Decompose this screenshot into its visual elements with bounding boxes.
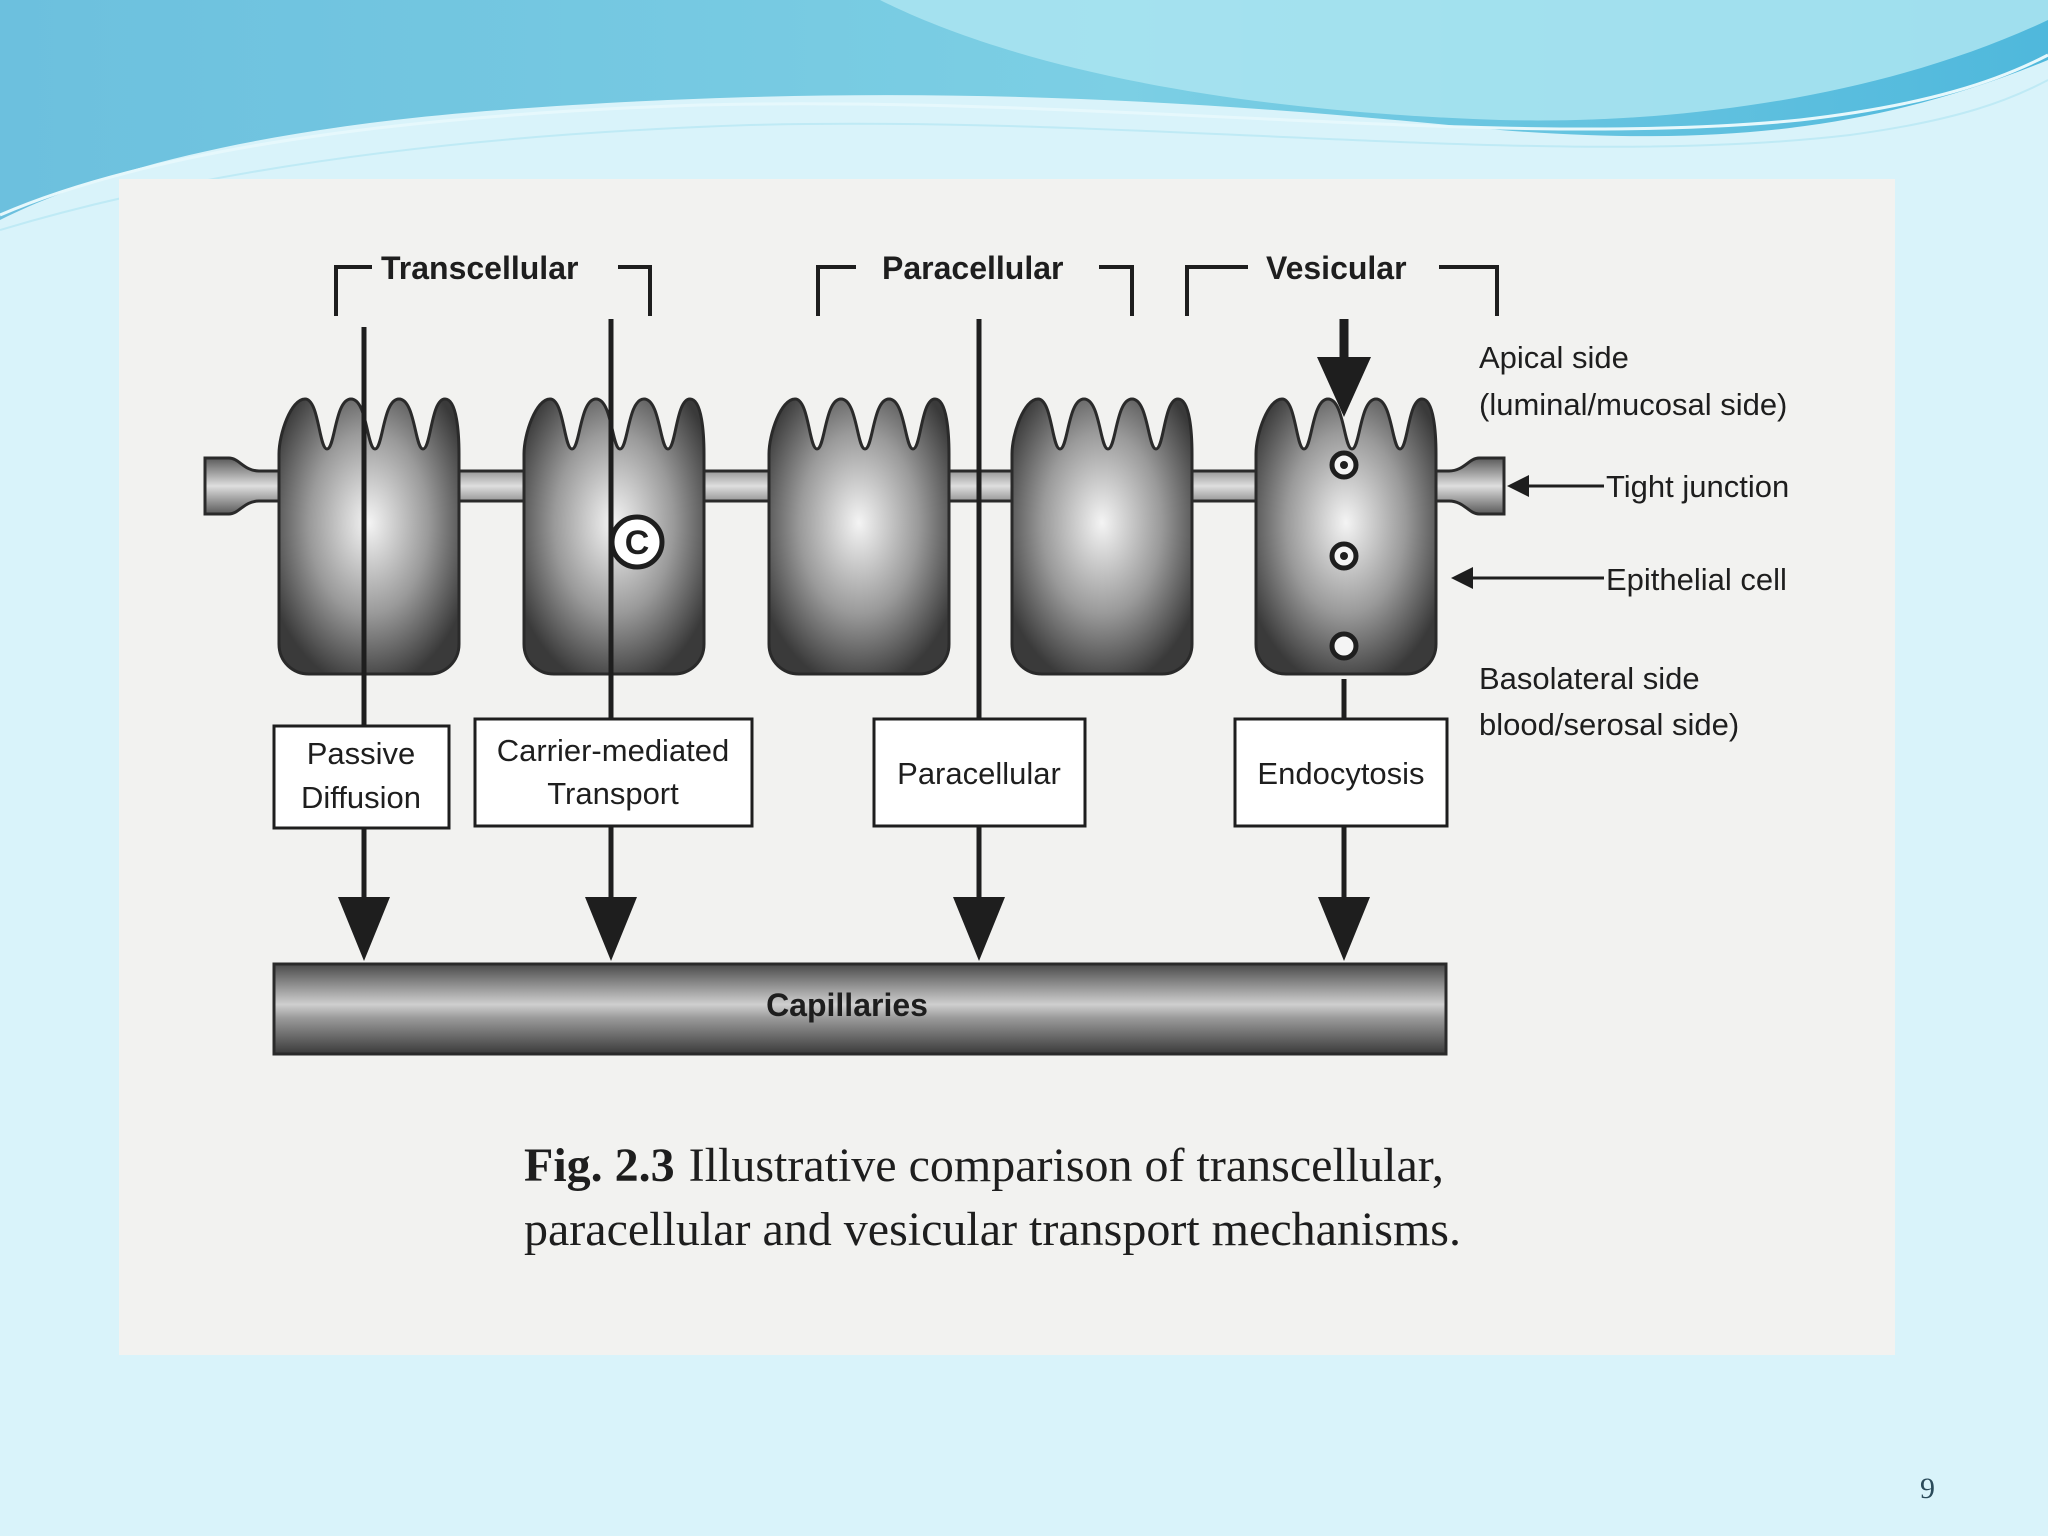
capillary-arrowheads [338,897,1370,961]
vesicle-3 [1329,631,1359,661]
figure-photo: Transcellular Paracellular Vesicular [119,179,1895,1355]
svg-text:Passive: Passive [307,736,416,771]
capillaries-label: Capillaries [766,987,928,1023]
vesicular-entry-arrow [1317,319,1371,417]
paracellular-box: Paracellular [872,717,1087,828]
carrier-symbol: C [609,514,665,570]
tight-junction-pointer [1507,475,1604,497]
endocytosis-box: Endocytosis [1233,717,1449,828]
svg-text:Carrier-mediated: Carrier-mediated [497,733,730,768]
header-wave-decoration [0,0,2048,231]
svg-text:Paracellular: Paracellular [897,756,1061,791]
tight-junction-label: Tight junction [1606,469,1789,504]
apical-side-sublabel: (luminal/mucosal side) [1479,387,1787,422]
figure-label: Fig. 2.3 [524,1139,675,1192]
group-label-vesicular: Vesicular [1266,250,1407,286]
svg-text:Transport: Transport [547,776,679,811]
epithelial-cell-pointer [1451,567,1604,589]
group-label-paracellular: Paracellular [882,250,1063,286]
slide-page-number: 9 [1920,1472,1935,1505]
basolateral-side-label: Basolateral side [1479,661,1700,696]
paracellular-bracket [816,265,1134,316]
vesicular-bracket [1185,265,1499,316]
svg-text:Diffusion: Diffusion [301,780,421,815]
epithelial-cell-label: Epithelial cell [1606,562,1787,597]
transport-mechanisms-diagram: Transcellular Paracellular Vesicular [203,250,1789,1056]
epithelial-cell-3 [767,397,951,676]
passive-diffusion-box: Passive Diffusion [272,724,451,830]
apical-side-label: Apical side [1479,340,1629,375]
carrier-mediated-box: Carrier-mediated Transport [473,717,754,828]
epithelial-cell-4 [1010,397,1194,676]
caption-line-2: paracellular and vesicular transport mec… [524,1203,1461,1256]
epithelial-cell-1 [277,397,461,676]
svg-text:Endocytosis: Endocytosis [1257,756,1424,791]
transcellular-bracket [334,265,652,316]
group-label-transcellular: Transcellular [381,250,578,286]
caption-line-1: Illustrative comparison of transcellular… [688,1139,1444,1192]
svg-text:C: C [625,524,650,562]
capillaries-vessel: Capillaries [272,962,1448,1056]
basolateral-side-sublabel: blood/serosal side) [1479,707,1739,742]
